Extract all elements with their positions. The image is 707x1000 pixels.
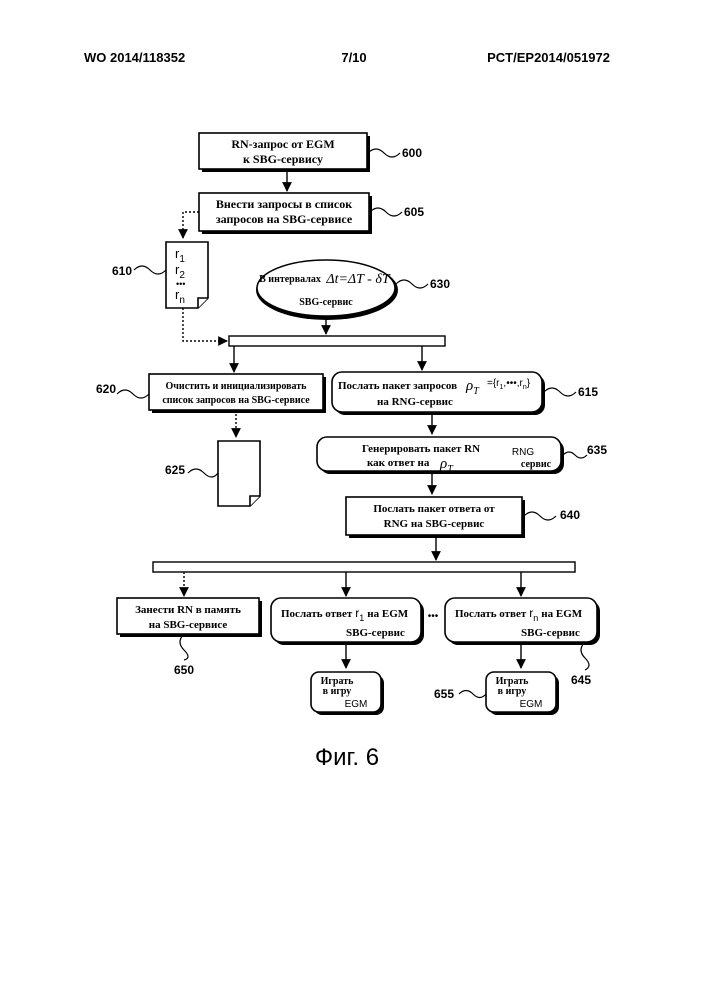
box-615-line1: Послать пакет запросов: [338, 380, 457, 392]
ref-620: 620: [96, 382, 116, 396]
box-send-response-rn: Послать ответrnна EGM SBG-сервис: [445, 598, 600, 645]
play-left-line2: в игру: [323, 686, 352, 697]
box-620-clear-list: Очистить и инициализировать список запро…: [149, 374, 326, 413]
box-send-rn-line2: SBG-сервис: [521, 627, 580, 639]
play-right-line3: EGM: [520, 699, 543, 710]
sync-bar-bottom: [153, 562, 575, 572]
box-605-line2: запросов на SBG-сервисе: [216, 212, 353, 226]
ref-645: 645: [571, 673, 591, 687]
box-640-send-response-packet: Послать пакет ответа от RNG на SBG-серви…: [346, 497, 525, 538]
box-635-line2: как ответ на: [367, 457, 430, 469]
box-635-line1: Генерировать пакет RN: [362, 443, 480, 455]
ellipse-630-prefix: В интервалах: [259, 274, 321, 285]
ellipse-630-formula: Δt=ΔT - δT: [325, 272, 390, 287]
ellipse-630-line2: SBG-сервис: [299, 297, 353, 308]
box-650-line2: на SBG-сервисе: [149, 619, 228, 631]
box-600-line2: к SBG-сервису: [243, 152, 323, 166]
header-publication-number: WO 2014/118352: [84, 50, 185, 65]
box-play-game-left: Играть в игру EGM: [311, 672, 384, 715]
ref-630: 630: [430, 277, 450, 291]
header-page-number: 7/10: [341, 50, 366, 65]
box-620-line1: Очистить и инициализировать: [166, 381, 308, 392]
play-left-line3: EGM: [345, 699, 368, 710]
document-625-empty-list: [218, 441, 260, 506]
ref-600: 600: [402, 146, 422, 160]
box-640-line2: RNG на SBG-сервис: [384, 518, 485, 530]
box-650-line1: Занести RN в память: [135, 604, 241, 616]
box-send-response-r1: Послать ответr1на EGM SBG-сервис: [271, 598, 424, 645]
box-615-send-request-packet: Послать пакет запросов ρT ={r1,•••,rn} н…: [332, 372, 545, 415]
ref-615: 615: [578, 385, 598, 399]
sync-bar-top: [229, 336, 445, 346]
box-600-rn-request: RN-запрос от EGM к SBG-сервису: [199, 133, 370, 172]
box-635-generate-rn-packet: Генерировать пакет RN как ответ на ρT RN…: [317, 437, 564, 475]
box-605-line1: Внести запросы в список: [216, 197, 352, 211]
box-635-tag2: сервис: [521, 459, 552, 470]
header-application-number: PCT/EP2014/051972: [487, 50, 610, 65]
ref-625: 625: [165, 463, 185, 477]
ref-655: 655: [434, 687, 454, 701]
ref-605: 605: [404, 205, 424, 219]
ref-640: 640: [560, 508, 580, 522]
box-640-line1: Послать пакет ответа от: [373, 503, 495, 515]
ref-610: 610: [112, 264, 132, 278]
ellipse-630-interval-trigger: В интервалах Δt=ΔT - δT SBG-сервис: [256, 260, 398, 320]
box-650-store-rn: Занести RN в память на SBG-сервисе: [117, 598, 262, 637]
box-605-enter-requests: Внести запросы в список запросов на SBG-…: [199, 193, 372, 234]
ref-650: 650: [174, 663, 194, 677]
figure-caption: Фиг. 6: [315, 744, 379, 771]
ref-635: 635: [587, 443, 607, 457]
document-610-request-list: r1 r2 ••• rn: [166, 242, 208, 308]
box-620-line2: список запросов на SBG-сервисе: [162, 395, 310, 406]
box-635-tag1: RNG: [512, 447, 534, 458]
box-play-game-right: Играть в игру EGM: [486, 672, 559, 715]
box-615-line2: на RNG-сервис: [377, 396, 453, 408]
box-send-r1-line2: SBG-сервис: [346, 627, 405, 639]
box-600-line1: RN-запрос от EGM: [231, 137, 334, 151]
play-right-line2: в игру: [498, 686, 527, 697]
between-ellipsis: •••: [428, 611, 439, 622]
